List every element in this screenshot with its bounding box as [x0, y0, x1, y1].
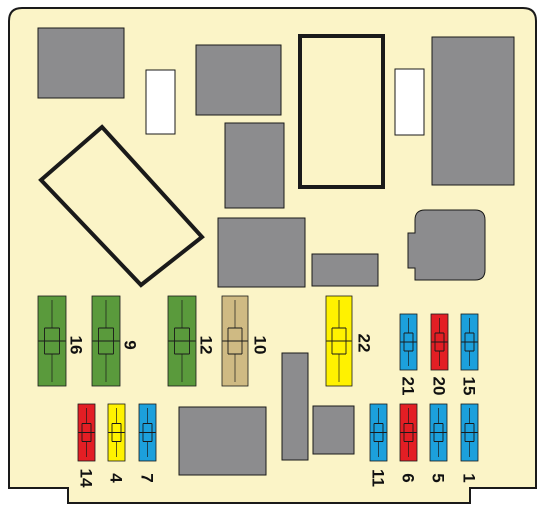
fuse-label-5: 5: [429, 473, 448, 482]
fuse-label-4: 4: [107, 473, 126, 483]
fuse-20: [430, 313, 449, 371]
housing-diagonal: [38, 124, 205, 288]
fuse-6: [399, 403, 418, 462]
relay-blocks: [37, 27, 515, 476]
housing-tall-center: [298, 34, 385, 189]
fuse-label-20: 20: [430, 377, 449, 396]
fuse-21: [399, 313, 418, 371]
fuse-12: [167, 295, 197, 387]
fuse-label-1: 1: [460, 473, 479, 482]
relay-block-bottom: [178, 406, 267, 476]
fuse-label-6: 6: [399, 473, 418, 482]
fuse-label-7: 7: [138, 473, 157, 482]
fuse-16: [37, 295, 67, 387]
fuse-4: [107, 403, 126, 462]
relay-block-center: [224, 122, 285, 209]
fuse-1: [460, 403, 479, 462]
fuse-label-10: 10: [251, 336, 270, 355]
fuse-label-16: 16: [67, 336, 86, 355]
fuse-labels: 16 9 12 10 22 21 20 15 14 4 7 11 6 5 1: [67, 334, 479, 488]
fuse-14: [77, 403, 96, 462]
fuse-15: [460, 313, 479, 371]
fuse-label-11: 11: [369, 469, 388, 487]
relay-block-small-bar: [311, 253, 379, 287]
empty-slot-left: [145, 69, 176, 135]
empty-slots: [145, 68, 425, 136]
fuses: [37, 295, 479, 462]
fuse-7: [138, 403, 157, 462]
fuse-label-14: 14: [77, 469, 96, 488]
relay-block-middle: [217, 217, 306, 288]
fuse-10: [221, 295, 249, 387]
relay-block-connector: [407, 209, 486, 281]
fuse-label-21: 21: [399, 377, 418, 396]
relay-block-top-right: [431, 36, 515, 186]
fuse-11: [369, 403, 388, 462]
fuse-label-9: 9: [121, 340, 140, 349]
relay-block-top-center: [195, 44, 282, 116]
outlined-housings: [38, 34, 385, 288]
fuse-22: [325, 295, 353, 387]
fuse-5: [429, 403, 448, 462]
relay-block-small-square: [312, 405, 355, 455]
fuse-9: [91, 295, 121, 387]
fuse-label-22: 22: [355, 334, 374, 353]
empty-slot-right: [394, 68, 425, 136]
relay-block-vertical-bar: [281, 352, 309, 461]
relay-block-top-left: [37, 27, 125, 99]
fuse-label-12: 12: [197, 336, 216, 355]
fuse-label-15: 15: [460, 377, 479, 396]
